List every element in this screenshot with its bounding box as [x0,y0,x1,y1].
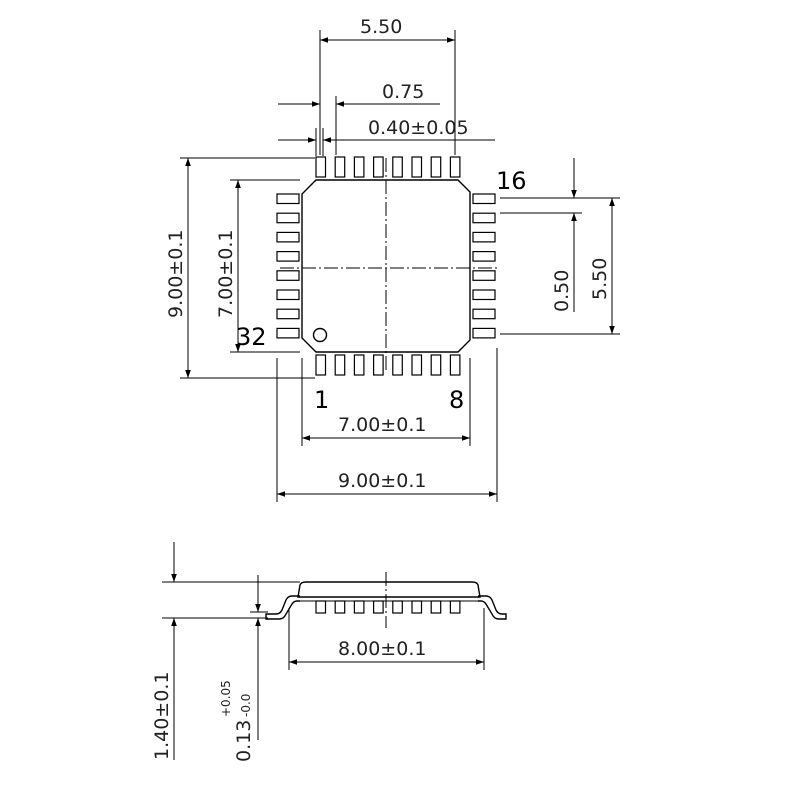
dim-right-span: 5.50 [500,198,620,335]
dim-bottom-overall-label: 9.00±0.1 [338,470,426,492]
pin-right [472,289,496,301]
package-body [301,179,471,353]
dim-side-height: 1.40±0.1 [151,542,177,760]
pin-right [472,212,496,224]
dim-side-length-label: 8.00±0.1 [338,638,426,660]
pin-top [315,156,327,178]
pin-top [353,156,365,178]
pin-side [430,600,442,614]
pin-top [430,156,442,178]
dim-right-pitch-label: 0.50 [551,270,573,312]
pin-bottom [411,354,423,376]
pins-left-column [276,193,300,339]
pin-top [373,156,384,178]
dim-left-overall: 9.00±0.1 [165,157,315,379]
side-lead-right [478,595,507,620]
pin-right [472,270,496,281]
pin-side [353,600,365,614]
dim-bottom-overall: 9.00±0.1 [276,348,498,502]
pin-bottom [430,354,442,376]
pin-label-8: 8 [449,386,464,414]
pin-right [472,308,496,320]
pin-left [276,231,300,243]
dim-side-height-label: 1.40±0.1 [151,672,173,760]
pin-label-1: 1 [314,386,329,414]
pins-right-column [472,193,496,339]
dim-side-standoff-minus: -0.0 [239,694,253,717]
pin-bottom [373,354,384,376]
dim-side-standoff-plus: +0.05 [219,680,233,717]
pin-bottom [392,354,403,376]
pin-side [373,600,384,614]
dim-bottom-body-label: 7.00±0.1 [338,414,426,436]
dim-lead-tolerance: 0.40±0.05 [278,117,495,156]
pin-side [449,600,461,614]
dim-lead-tolerance-label: 0.40±0.05 [368,117,469,139]
dim-left-body-label: 7.00±0.1 [215,230,237,318]
pin-left [276,270,300,281]
dim-bottom-body: 7.00±0.1 [301,358,471,446]
pins-bottom-row [315,354,461,376]
pin-left [276,193,300,205]
pin-side [315,600,327,614]
pin-side [392,600,403,614]
dim-right-pitch: 0.50 [500,158,620,312]
side-body [297,581,481,598]
pin-bottom [315,354,327,376]
pin-left [276,251,300,262]
pin-right [472,193,496,205]
pin-right [472,231,496,243]
pin-label-32: 32 [236,323,267,351]
pin-bottom [449,354,461,376]
dim-side-standoff: 0.13 +0.05 -0.0 [219,575,261,762]
dim-side-length: 8.00±0.1 [288,608,485,670]
pin-bottom [334,354,346,376]
pin-left [276,327,300,339]
dim-right-span-label: 5.50 [589,258,611,300]
pin-bottom [353,354,365,376]
pin-left [276,212,300,224]
dim-lead-width-label: 0.75 [382,81,424,103]
pin-side [334,600,346,614]
pin-label-16: 16 [496,167,527,195]
pin-top [449,156,461,178]
side-lead-left [265,595,300,620]
dim-left-overall-label: 9.00±0.1 [165,230,187,318]
pin-top [392,156,403,178]
pins-side-row [315,600,461,614]
pins-top-row [315,156,461,178]
pin-right [472,327,496,339]
pin-left [276,289,300,301]
pin-side [411,600,423,614]
dim-left-body: 7.00±0.1 [215,179,300,353]
pin-right [472,251,496,262]
pin-top [411,156,423,178]
dim-side-standoff-base: 0.13 [233,720,255,762]
side-view: 8.00±0.1 1.40±0.1 0.13 +0.05 -0.0 [151,542,507,762]
pin-top [334,156,346,178]
pin1-marker-circle [312,327,328,343]
pin-left [276,308,300,320]
dim-top-span-label: 5.50 [360,16,402,38]
dim-lead-width: 0.75 [278,81,440,155]
top-view: 1 8 16 32 5.50 0.75 0.40±0.05 [165,16,620,502]
